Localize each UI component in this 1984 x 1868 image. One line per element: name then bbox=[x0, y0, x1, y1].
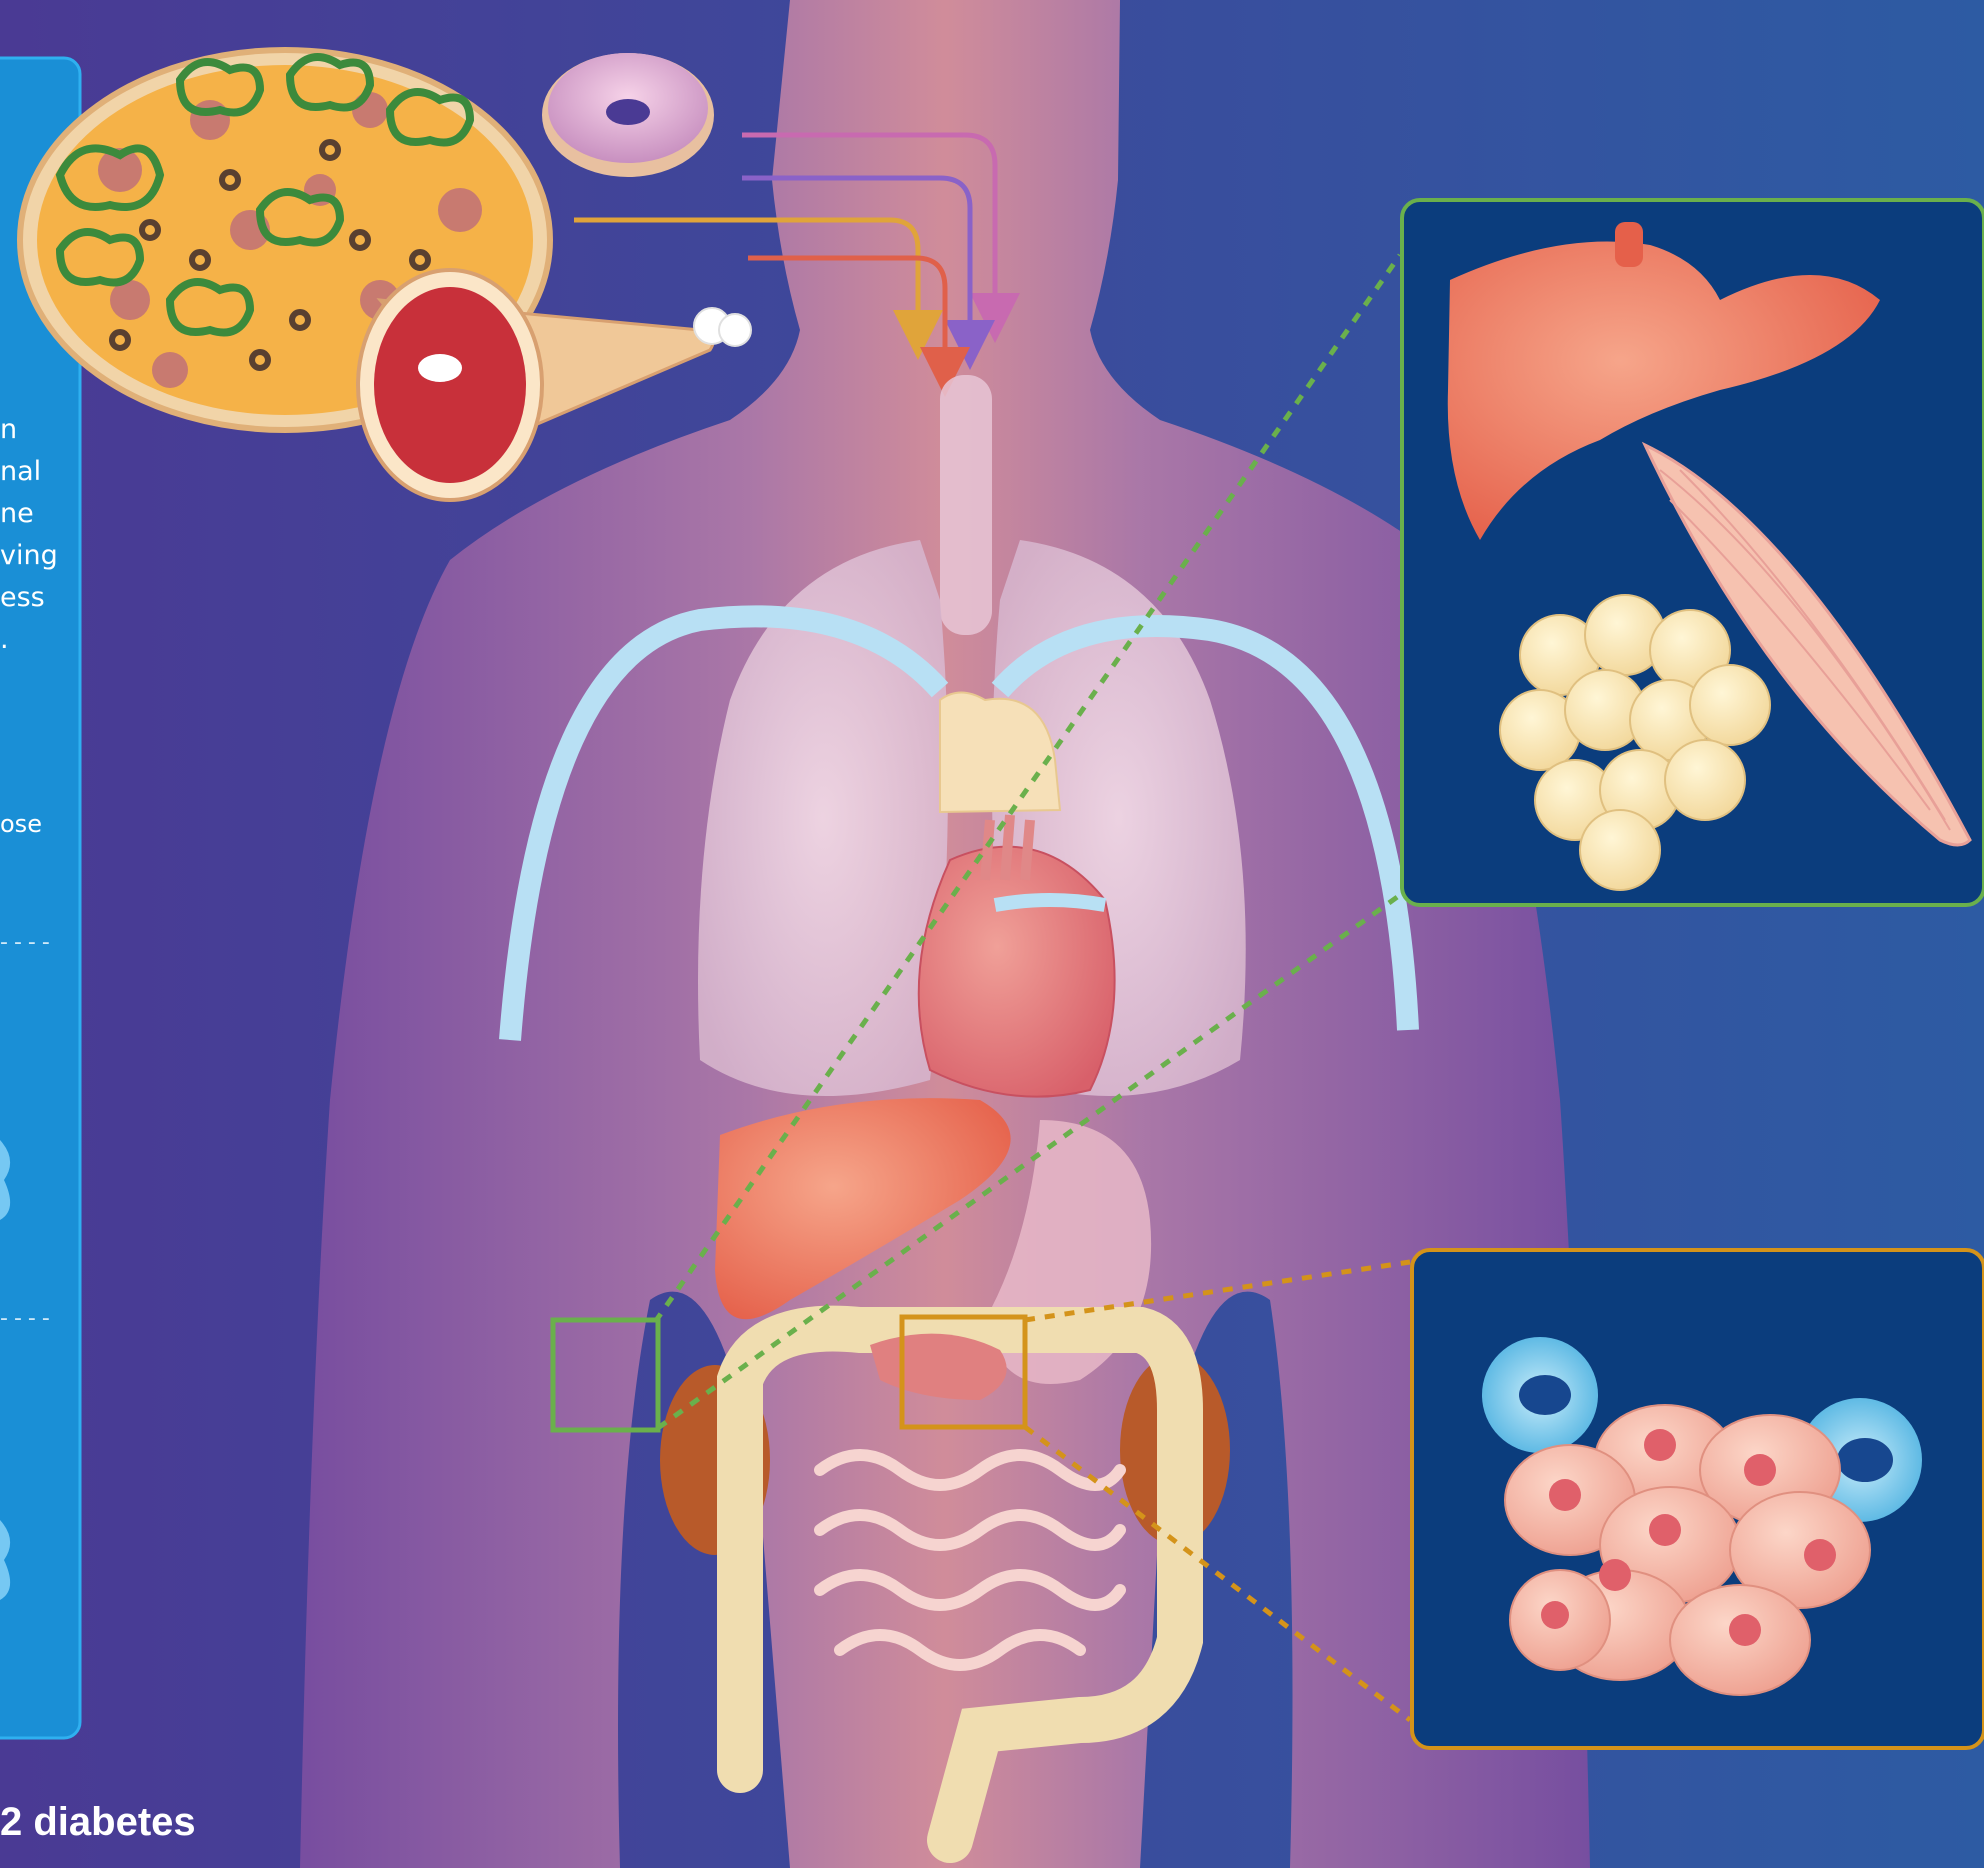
heart bbox=[919, 847, 1115, 1097]
side-panel-small-line: ose bbox=[0, 810, 42, 838]
side-panel-line: ne bbox=[0, 498, 34, 529]
side-panel-line: n bbox=[0, 414, 17, 445]
side-panel-line: . bbox=[0, 624, 9, 655]
side-panel-line: nal bbox=[0, 456, 41, 487]
side-panel-divider: ---- bbox=[0, 930, 56, 955]
side-panel-line: ving bbox=[0, 540, 58, 571]
footer-title: 2 diabetes bbox=[0, 1800, 196, 1845]
side-panel-divider: ---- bbox=[0, 1306, 56, 1331]
side-panel-line: ess bbox=[0, 582, 45, 613]
pulmonary-vessel bbox=[995, 900, 1105, 905]
trachea bbox=[940, 375, 992, 635]
donut-icon bbox=[542, 53, 714, 177]
